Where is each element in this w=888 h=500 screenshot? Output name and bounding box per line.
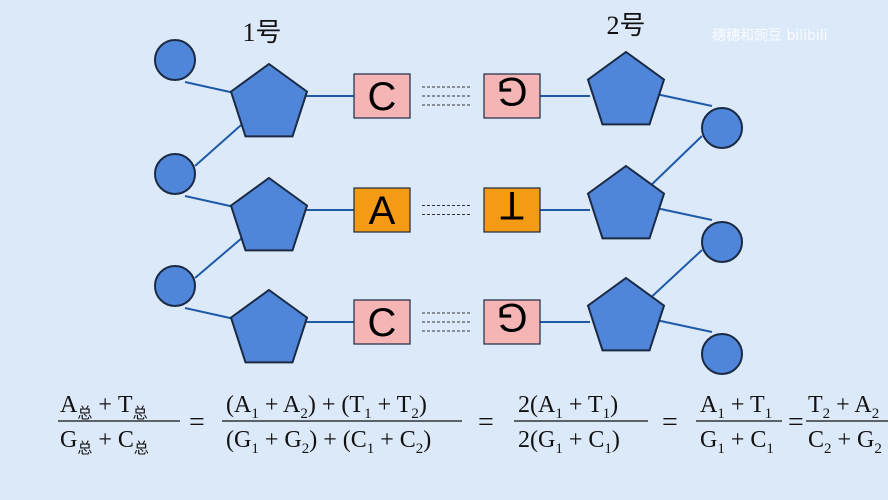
phosphate-sugar-bond [655, 93, 713, 107]
base-ratio-equation: A总+T总 G总+C总 = (A1 + A2) + (T1 + T2) (G1 … [58, 392, 888, 457]
phosphate-sugar-bond [184, 81, 240, 95]
base-box-left [353, 187, 411, 233]
phosphate-right [701, 333, 743, 375]
term-5-fraction: T2 + A2 C2 + G2 [806, 392, 888, 457]
deoxyribose-right [586, 276, 666, 352]
base-box-right [483, 299, 541, 345]
sugar-phosphate-bond [194, 117, 250, 167]
strand-2-label: 2号 [606, 11, 645, 40]
base-box-left [353, 73, 411, 119]
term-3-numerator: 2(A1 + T1) [518, 392, 618, 422]
phosphate-sugar-bond [184, 307, 240, 321]
phosphate-sugar-bond [184, 195, 240, 209]
equals-sign-4: = [788, 407, 804, 438]
sugar-phosphate-bond [194, 231, 250, 279]
strand-1-label: 1号 [242, 18, 281, 47]
deoxyribose-right [586, 50, 666, 126]
phosphate-sugar-bond [655, 319, 713, 333]
term-4-numerator: A1 + T1 [700, 392, 772, 422]
phosphate-sugar-bond [655, 207, 713, 221]
deoxyribose-left [229, 176, 309, 252]
equals-sign-3: = [662, 407, 678, 438]
term-2-denominator: (G1 + G2) + (C1 + C2) [226, 427, 431, 457]
deoxyribose-left [229, 62, 309, 138]
sugar-phosphate-bond [645, 135, 703, 191]
base-box-right [483, 73, 541, 119]
term-5-denominator: C2 + G2 [808, 427, 882, 457]
phosphate-left [154, 39, 196, 81]
term-1-fraction: A总+T总 G总+C总 [58, 392, 180, 457]
term-4-fraction: A1 + T1 G1 + C1 [696, 392, 782, 457]
base-box-right [483, 187, 541, 233]
term-1-numerator: A总+T总 [60, 392, 148, 422]
equals-sign-2: = [478, 407, 494, 438]
phosphate-left [154, 265, 196, 307]
watermark: 穗穗和豌豆 bilibili [712, 28, 828, 44]
base-letter-left: A [369, 189, 396, 233]
deoxyribose-right [586, 164, 666, 240]
term-3-denominator: 2(G1 + C1) [518, 427, 620, 457]
term-4-denominator: G1 + C1 [700, 427, 774, 457]
term-2-numerator: (A1 + A2) + (T1 + T2) [226, 392, 427, 422]
term-3-fraction: 2(A1 + T1) 2(G1 + C1) [514, 392, 648, 457]
phosphate-right [701, 221, 743, 263]
sugar-phosphate-bond [645, 249, 703, 303]
phosphate-right [701, 107, 743, 149]
term-2-fraction: (A1 + A2) + (T1 + T2) (G1 + G2) + (C1 + … [222, 392, 462, 457]
base-box-left [353, 299, 411, 345]
term-5-numerator: T2 + A2 [808, 392, 879, 422]
phosphate-left [154, 153, 196, 195]
deoxyribose-left [229, 288, 309, 364]
base-letter-left: C [368, 75, 397, 119]
base-letter-left: C [368, 301, 397, 345]
base-letter-right: T [500, 183, 524, 227]
term-1-denominator: G总+C总 [60, 427, 149, 457]
base-letter-right: G [496, 295, 527, 339]
backbone-lines [184, 81, 713, 333]
equals-sign-1: = [189, 407, 205, 438]
base-letter-right: G [496, 69, 527, 113]
